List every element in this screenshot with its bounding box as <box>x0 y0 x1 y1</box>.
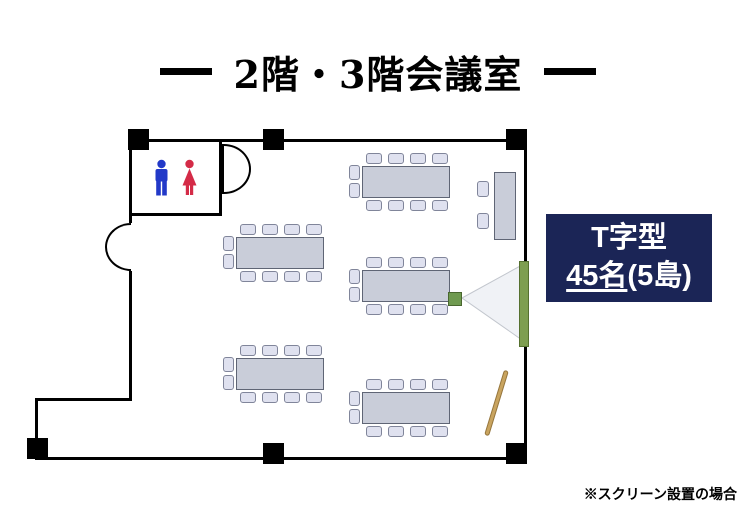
chair <box>432 426 448 437</box>
chair <box>366 257 382 268</box>
chair <box>432 304 448 315</box>
chair <box>366 379 382 390</box>
pillar <box>263 129 284 150</box>
chair <box>262 224 278 235</box>
chair <box>306 271 322 282</box>
wall-top <box>129 139 527 142</box>
chair <box>284 271 300 282</box>
projector-icon <box>448 292 462 306</box>
title-dash-left <box>159 68 212 75</box>
chair <box>366 153 382 164</box>
chair <box>349 409 360 424</box>
chair <box>432 200 448 211</box>
capacity-suffix: (5島) <box>627 260 692 292</box>
female-restroom-icon <box>182 159 197 195</box>
chair <box>410 304 426 315</box>
chair <box>432 153 448 164</box>
conference-table <box>362 392 450 424</box>
island-low-left <box>223 345 324 403</box>
head-table-group <box>477 172 517 242</box>
page-title: 2階・3階会議室 <box>233 52 523 97</box>
chair <box>223 375 234 390</box>
capacity-number: 45名 <box>566 260 628 292</box>
chair <box>432 257 448 268</box>
chair <box>240 345 256 356</box>
conference-table <box>236 237 324 269</box>
chair <box>366 426 382 437</box>
wall-left-upper-b <box>129 271 132 401</box>
chair <box>262 392 278 403</box>
chair <box>240 392 256 403</box>
chair <box>388 153 404 164</box>
head-table <box>494 172 516 240</box>
island-top-center <box>349 153 450 211</box>
toilet-area <box>129 139 222 216</box>
island-mid-left <box>223 224 324 282</box>
chair <box>388 200 404 211</box>
chair <box>410 200 426 211</box>
chair <box>410 257 426 268</box>
chair <box>349 183 360 198</box>
chair <box>306 224 322 235</box>
conference-table <box>362 166 450 198</box>
chair <box>388 426 404 437</box>
chair <box>410 379 426 390</box>
pillar <box>506 129 527 150</box>
chair <box>284 392 300 403</box>
projection-screen <box>519 261 529 347</box>
chair <box>223 236 234 251</box>
chair <box>410 426 426 437</box>
title-dash-right <box>544 68 597 75</box>
male-restroom-icon <box>155 159 168 195</box>
chair <box>306 345 322 356</box>
chair <box>388 304 404 315</box>
chair <box>262 345 278 356</box>
island-low-center <box>349 379 450 437</box>
pointer-stick <box>484 369 509 437</box>
wall-step <box>35 398 132 401</box>
chair <box>388 379 404 390</box>
conference-table <box>236 358 324 390</box>
chair <box>349 269 360 284</box>
conference-table <box>362 270 450 302</box>
chair <box>262 271 278 282</box>
chair <box>366 200 382 211</box>
chair <box>240 271 256 282</box>
side-door-arc <box>105 223 131 271</box>
chair <box>477 213 489 229</box>
chair <box>349 287 360 302</box>
page-title-row: 2階・3階会議室 <box>0 44 756 99</box>
pillar <box>27 438 48 459</box>
chair <box>388 257 404 268</box>
chair <box>477 181 489 197</box>
entrance-door-arc <box>224 144 251 194</box>
chair <box>432 379 448 390</box>
chair <box>306 392 322 403</box>
entrance-door-panel <box>222 144 224 194</box>
pillar <box>506 443 527 464</box>
chair <box>366 304 382 315</box>
capacity-label: 45名(5島) <box>566 258 692 296</box>
chair <box>223 254 234 269</box>
island-mid-center <box>349 257 450 315</box>
chair <box>284 224 300 235</box>
pillar <box>263 443 284 464</box>
chair <box>349 391 360 406</box>
pillar <box>128 129 149 150</box>
chair <box>223 357 234 372</box>
chair <box>240 224 256 235</box>
projector-beam <box>461 264 523 341</box>
layout-type-label: T字型 <box>591 222 667 255</box>
wall-left-lower <box>35 398 38 460</box>
footnote: ※スクリーン設置の場合 <box>583 486 737 502</box>
chair <box>284 345 300 356</box>
chair <box>410 153 426 164</box>
chair <box>349 165 360 180</box>
info-box: T字型 45名(5島) <box>546 214 712 302</box>
